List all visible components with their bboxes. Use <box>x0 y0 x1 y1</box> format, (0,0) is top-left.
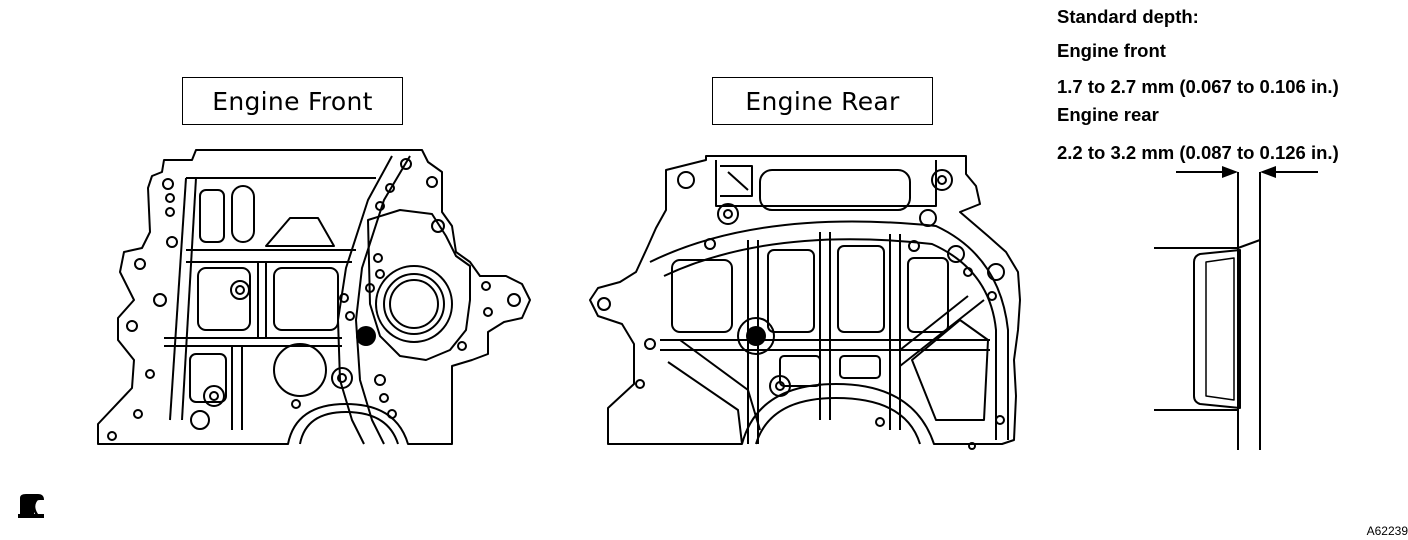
spec-front-value: 1.7 to 2.7 mm (0.067 to 0.106 in.) <box>1057 76 1339 97</box>
seal-install-icon <box>18 494 44 518</box>
engine-rear-block <box>589 155 1021 450</box>
dimension-arrow <box>1222 166 1238 178</box>
spec-title: Standard depth: <box>1057 6 1199 27</box>
figure-code: A62239 <box>1366 524 1408 538</box>
engine-front-label: Engine Front <box>182 77 403 125</box>
engine-front-block <box>97 149 531 445</box>
dimension-arrow <box>1260 166 1276 178</box>
spec-rear-heading: Engine rear <box>1057 104 1159 125</box>
spec-rear-value: 2.2 to 3.2 mm (0.087 to 0.126 in.) <box>1057 142 1339 163</box>
seal-depth-detail <box>1154 171 1318 450</box>
dimension-arrows <box>1222 166 1276 178</box>
spec-front-heading: Engine front <box>1057 40 1166 61</box>
seal-marker-dot <box>356 326 376 346</box>
engine-rear-label: Engine Rear <box>712 77 933 125</box>
seal-marker-dot <box>746 326 766 346</box>
